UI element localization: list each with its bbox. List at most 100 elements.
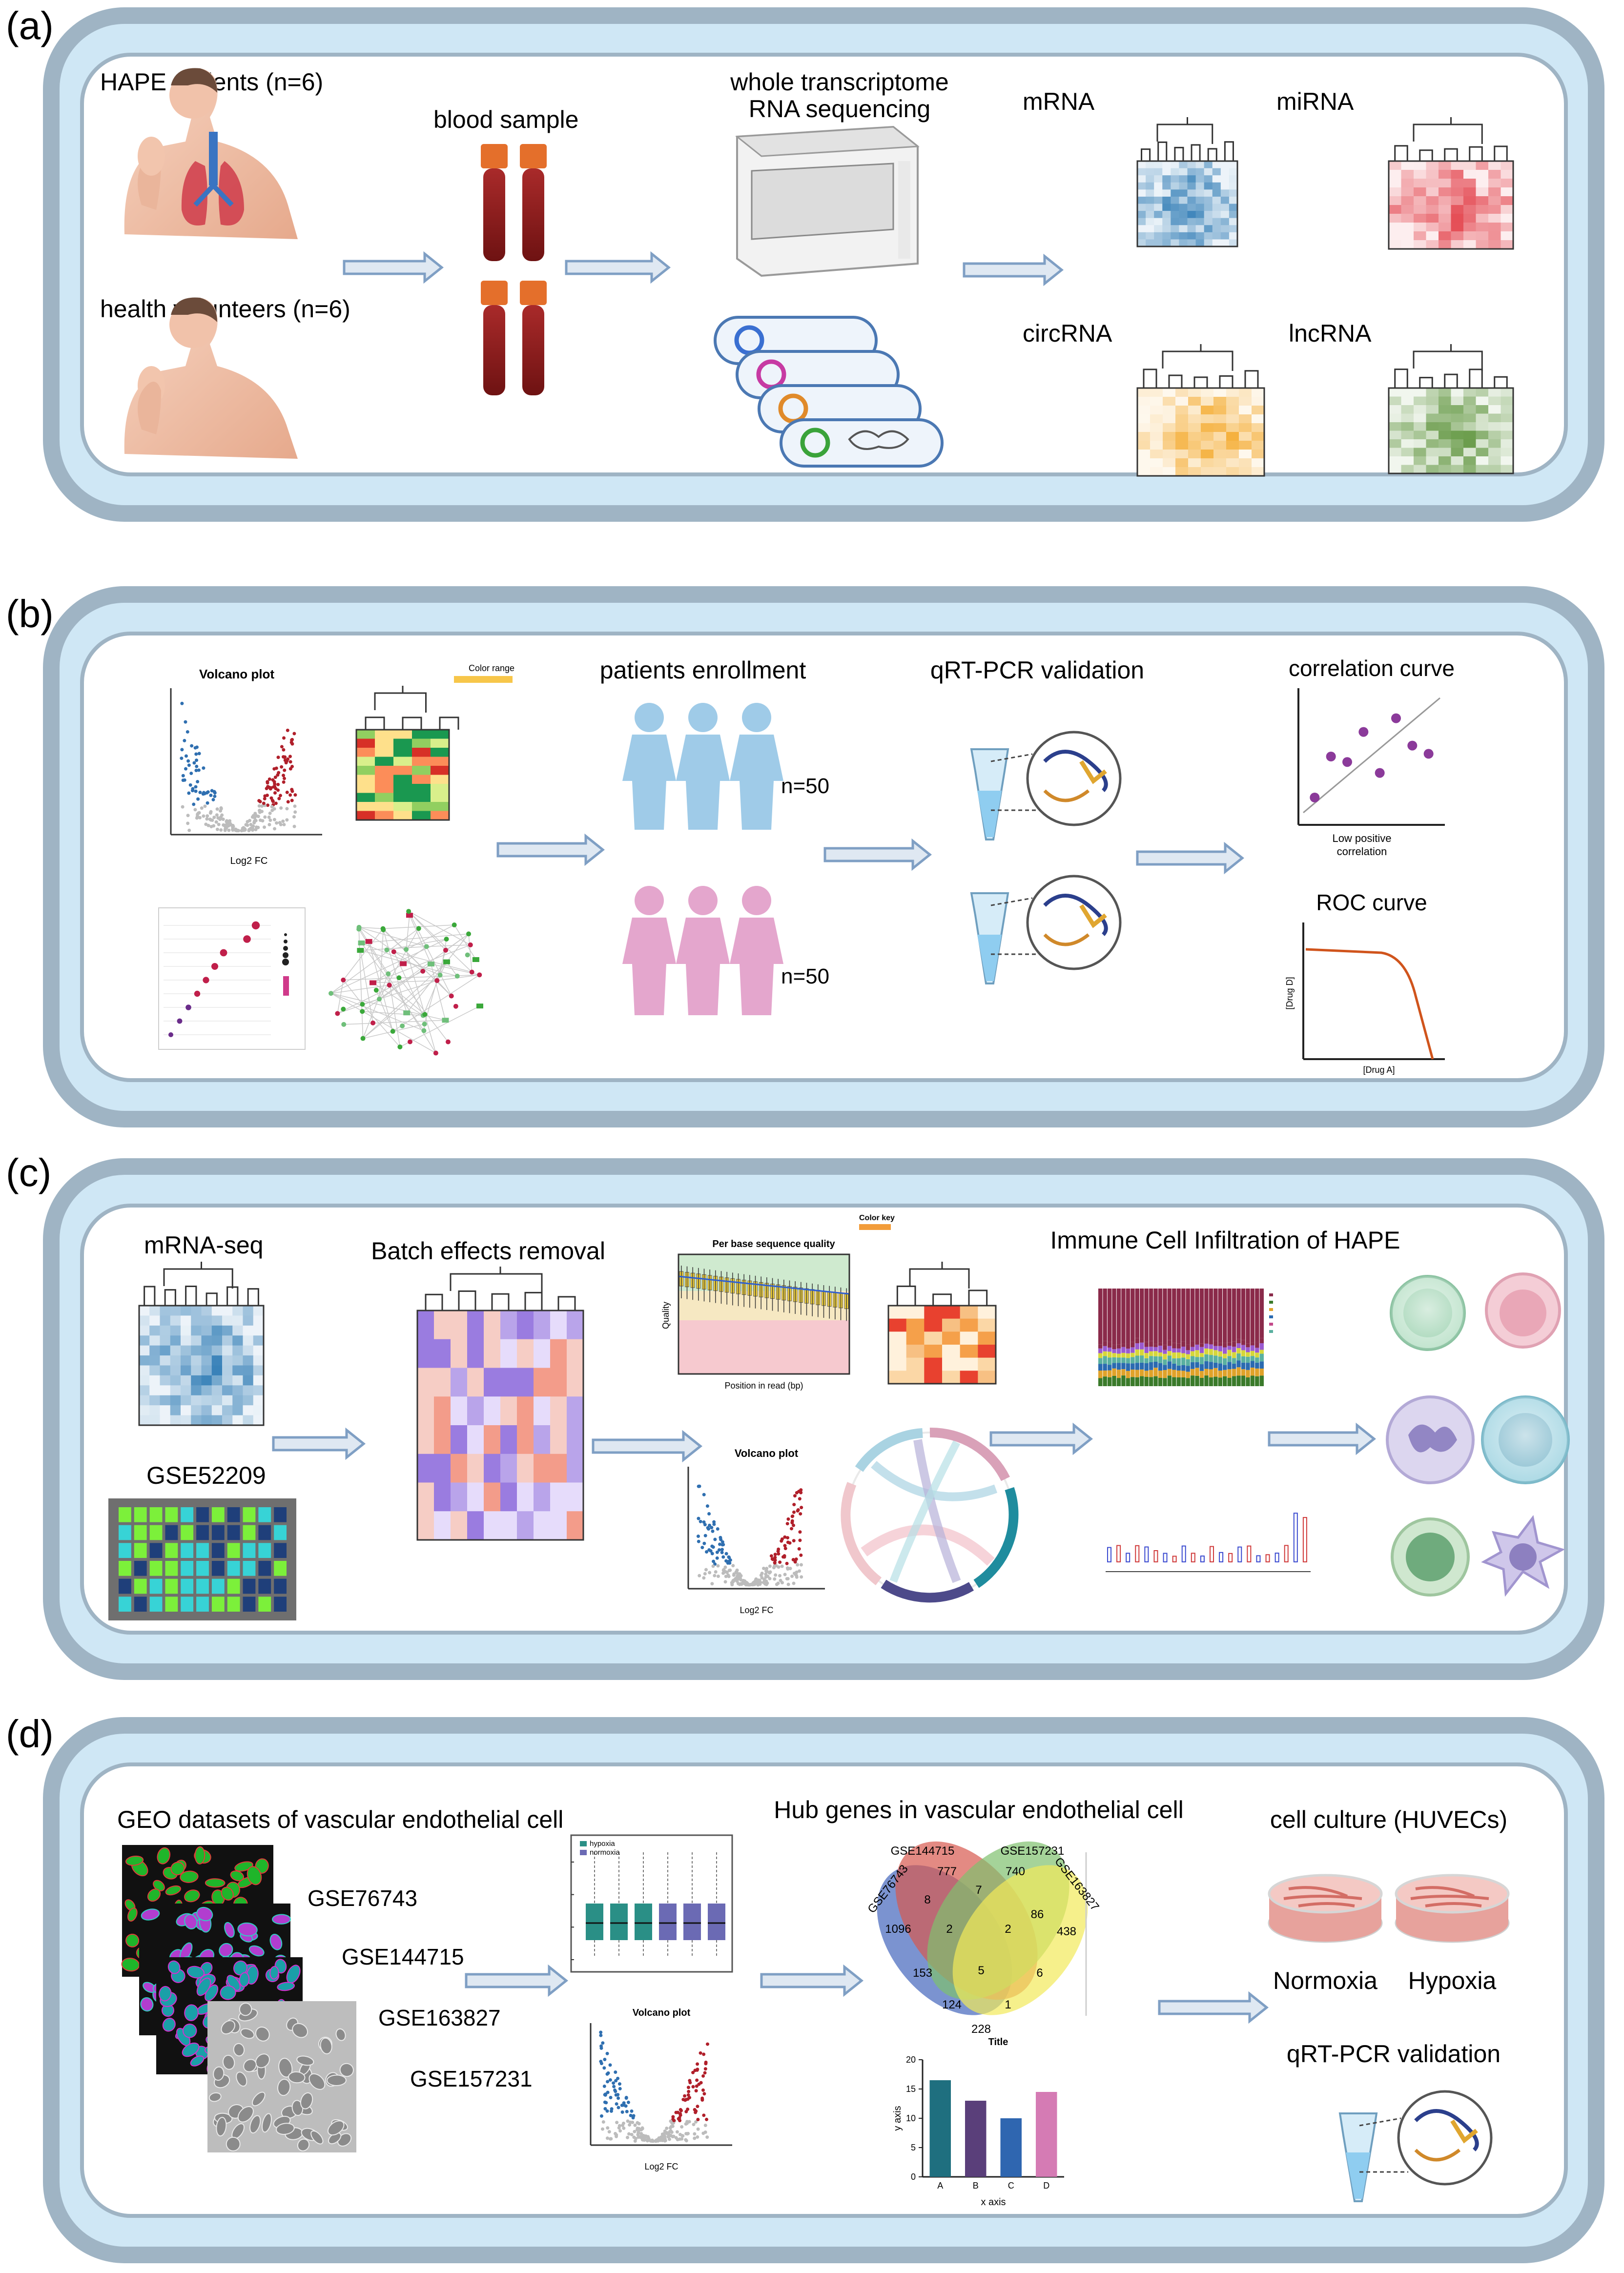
dendrogram-branch <box>163 1268 233 1289</box>
volcano-point <box>187 828 191 832</box>
heatmap-cell <box>1488 187 1501 197</box>
volcano-point <box>212 790 216 794</box>
heatmap-cell <box>170 1385 181 1396</box>
stacked-segment <box>1107 1352 1112 1358</box>
heatmap-cell <box>1451 405 1464 414</box>
heatmap-cell <box>160 1405 171 1416</box>
volcano-point <box>684 2139 688 2143</box>
volcano-point <box>250 815 254 819</box>
heatmap-cell <box>906 1306 925 1319</box>
microscopy-cell <box>221 2020 236 2035</box>
heatmap-cell <box>1146 182 1154 190</box>
volcano-point <box>788 1567 792 1571</box>
heatmap-cell <box>1501 430 1514 440</box>
heatmap-cell <box>1162 161 1171 169</box>
heatmap-cell <box>222 1415 233 1426</box>
stacked-segment <box>1149 1377 1153 1386</box>
heatmap-cell <box>181 1306 191 1316</box>
heatmap-cell <box>1401 388 1414 397</box>
heatmap-cell <box>201 1315 212 1326</box>
stacked-segment <box>1236 1348 1241 1354</box>
heatmap-cell <box>1439 223 1451 232</box>
heatmap-cell <box>1188 458 1201 468</box>
heatmap-cell <box>1501 456 1514 465</box>
heatmap-cell <box>1476 161 1489 170</box>
heatmap-cell <box>1401 405 1414 414</box>
heatmap-cell <box>550 1339 567 1368</box>
stacked-segment <box>1195 1289 1199 1340</box>
heatmap-cell <box>191 1355 202 1366</box>
volcano-point <box>695 2084 699 2088</box>
microscopy-cell <box>230 1870 245 1882</box>
stacked-segment <box>1176 1370 1181 1378</box>
heatmap-cell <box>888 1318 907 1332</box>
heatmap-cell <box>191 1365 202 1376</box>
immune-box <box>1163 1553 1168 1562</box>
dendrogram-branch <box>1143 369 1157 388</box>
heatmap-cell <box>451 1511 468 1540</box>
network-edge <box>393 951 424 1016</box>
volcano-point <box>678 2108 682 2111</box>
volcano-point <box>279 822 283 826</box>
heatmap-cell <box>1187 211 1196 219</box>
heatmap-cell <box>417 1454 434 1483</box>
heatmap-cell <box>211 1355 223 1366</box>
immune-stacked-bars <box>1098 1289 1264 1386</box>
heatmap-cell <box>1175 458 1189 468</box>
network-node <box>437 972 443 978</box>
volcano-point <box>727 1556 731 1559</box>
heatmap-cell <box>451 1425 468 1454</box>
volcano-point <box>244 823 248 827</box>
volcano-point <box>663 2129 667 2133</box>
volcano-point <box>715 1550 719 1554</box>
heatmap-cell <box>1195 161 1205 169</box>
heatmap-cell <box>1488 240 1501 249</box>
dendrogram-branch <box>557 1296 576 1311</box>
heatmap-cell <box>567 1482 584 1512</box>
heatmap-cell <box>1426 430 1439 440</box>
stacked-segment <box>1241 1375 1246 1386</box>
volcano-point <box>796 1563 800 1567</box>
heatmap-cell <box>1451 187 1464 197</box>
stacked-segment <box>1149 1356 1153 1363</box>
heatmap-cell <box>1226 467 1239 476</box>
heatmap-cell <box>149 1405 160 1416</box>
heatmap-cell <box>1137 225 1146 233</box>
heatmap-cell <box>1426 422 1439 431</box>
dendrogram-branch <box>1219 375 1233 388</box>
venn-count: 8 <box>924 1893 930 1906</box>
heatmap-cell <box>1150 458 1163 468</box>
microscopy-cell <box>239 1972 250 1987</box>
volcano-point <box>196 797 200 801</box>
volcano-point <box>181 778 185 782</box>
volcano-point <box>693 2136 697 2140</box>
volcano-title-c: Volcano plot <box>735 1447 799 1459</box>
stacked-segment <box>1181 1377 1186 1386</box>
volcano-point <box>616 2093 620 2097</box>
stacked-segment <box>1098 1358 1103 1364</box>
heatmap-cell <box>170 1405 181 1416</box>
volcano-point <box>773 1558 777 1562</box>
volcano-point <box>266 803 269 807</box>
heatmap-cell <box>1426 240 1439 249</box>
heatmap-cell <box>1188 467 1201 476</box>
volcano-point <box>660 2138 664 2142</box>
correlation-note-line1: Low positive <box>1332 832 1391 844</box>
volcano-point <box>602 2084 606 2088</box>
heatmap-cell <box>1401 161 1414 170</box>
chip-spot <box>243 1561 256 1576</box>
heatmap-cell <box>170 1365 181 1376</box>
volcano-point <box>783 1573 787 1577</box>
dendrogram-branch <box>144 1286 156 1306</box>
stacked-segment <box>1144 1347 1149 1353</box>
heatmap-cell <box>1501 214 1514 223</box>
stacked-segment <box>1255 1352 1259 1358</box>
volcano-point <box>721 1555 725 1559</box>
heatmap-cell <box>431 802 450 811</box>
heatmap-cell <box>149 1306 160 1316</box>
stacked-segment <box>1158 1289 1163 1343</box>
stacked-segment <box>1204 1289 1209 1339</box>
stacked-segment <box>1218 1346 1222 1352</box>
stacked-segment <box>1176 1348 1181 1352</box>
volcano-point <box>678 2119 682 2123</box>
